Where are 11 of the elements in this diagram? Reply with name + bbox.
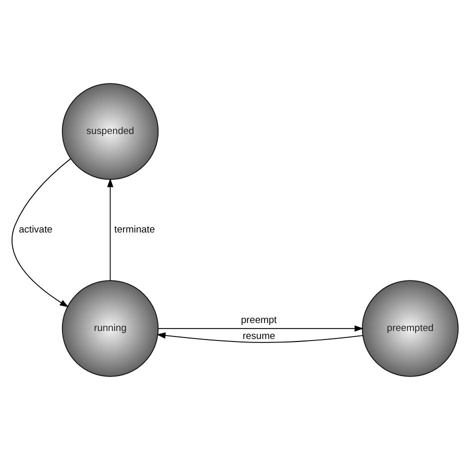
- arrow: [158, 324, 364, 332]
- node-circle: preempted: [362, 280, 459, 376]
- edge-label: terminate: [114, 224, 155, 235]
- node-circle: running: [62, 280, 159, 376]
- arrow: [12, 158, 72, 307]
- edge-label: activate: [18, 224, 52, 235]
- edge-label: preempt: [240, 314, 277, 326]
- arrow: [107, 178, 114, 280]
- edge-label: resume: [242, 330, 276, 342]
- node-circle: suspended: [62, 82, 159, 180]
- arrow: [156, 332, 363, 342]
